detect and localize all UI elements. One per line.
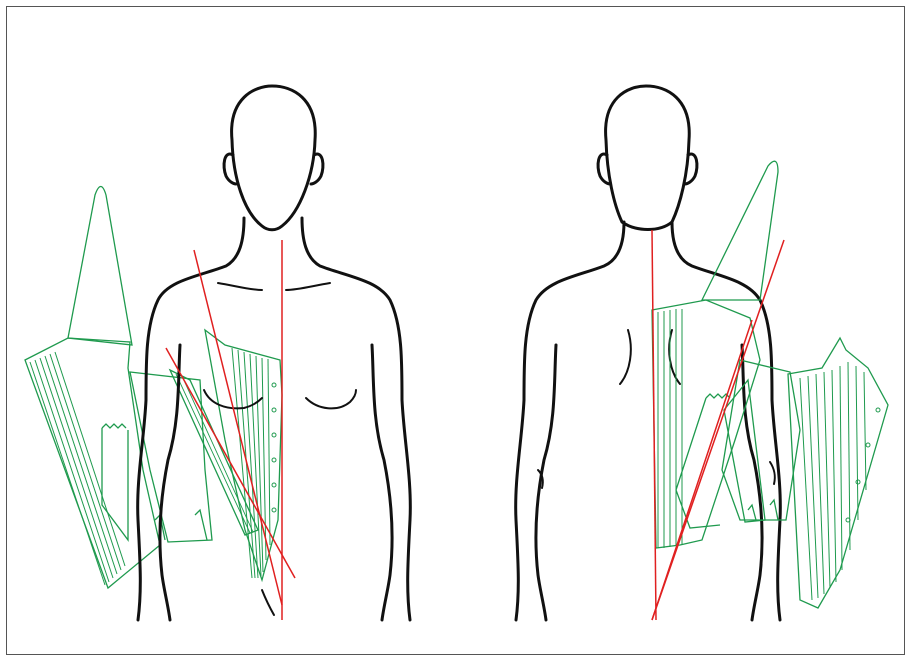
front-corset-pattern: [25, 187, 282, 589]
front-right-outline: [302, 218, 410, 620]
back-lacing-panel: [652, 300, 760, 548]
busk-studs: [272, 383, 276, 512]
back-shoulder-blade-left: [620, 330, 631, 384]
boning-channels-left: [30, 352, 125, 585]
back-view: [516, 86, 888, 620]
back-elbow-right: [770, 462, 775, 484]
back-guide-lines: [652, 230, 784, 620]
front-hip-curve: [262, 590, 274, 615]
front-diagonal-line-2: [166, 348, 295, 578]
front-inner-left: [160, 345, 180, 620]
front-guide-lines: [166, 240, 295, 620]
boning-channels-front: [232, 348, 270, 578]
front-inner-right: [372, 345, 392, 620]
boning-channels-back: [658, 309, 682, 548]
strap-piece-left: [68, 187, 132, 346]
back-head: [606, 86, 690, 230]
zigzag-piece-back: [676, 398, 720, 528]
side-panel-right: [788, 338, 888, 608]
back-diagonal-line-1: [652, 240, 784, 620]
hip-tab-2: [195, 510, 207, 540]
front-collarbone-left: [218, 283, 262, 290]
back-inner-left: [536, 345, 556, 620]
front-view: [25, 86, 410, 620]
hip-tab-back-1: [748, 505, 756, 520]
back-center-line: [652, 230, 656, 620]
hip-tab-back-2: [770, 500, 778, 520]
back-left-outline: [516, 222, 624, 620]
strap-piece-back: [702, 161, 778, 300]
front-head: [232, 86, 316, 230]
front-collarbone-right: [286, 283, 330, 290]
front-left-outline: [138, 218, 244, 620]
back-shoulder-blade-right: [669, 330, 680, 384]
back-diagonal-line-2: [652, 320, 752, 620]
front-bust-right: [306, 390, 356, 408]
lacing-eyelets: [846, 408, 880, 522]
back-corset-pattern: [652, 161, 888, 608]
zigzag-edge-left: [102, 424, 126, 428]
